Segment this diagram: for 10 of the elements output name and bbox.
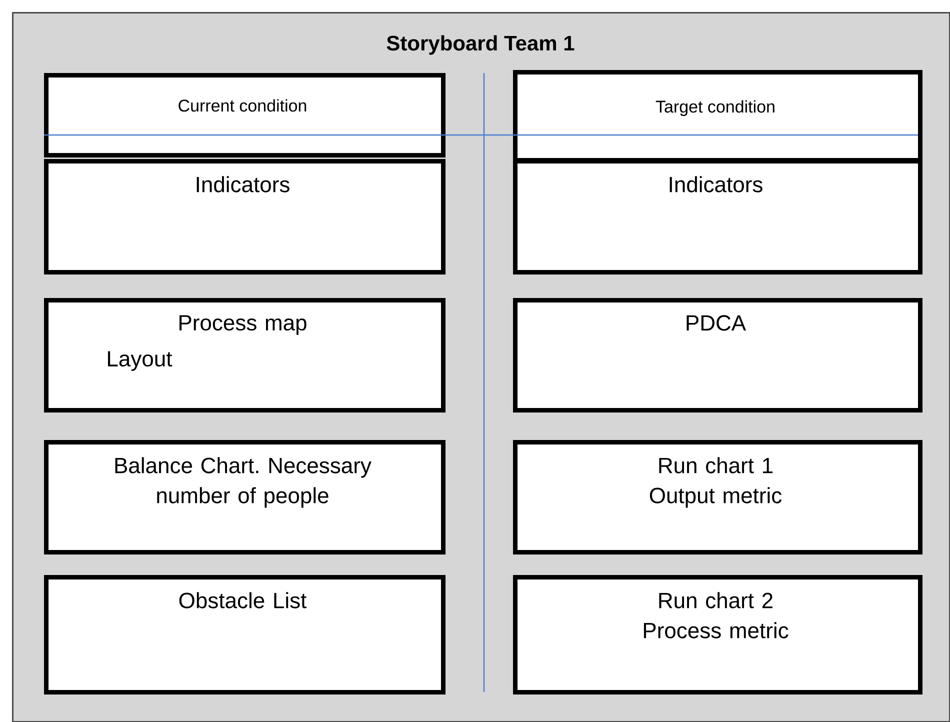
content-box: Indicators <box>513 158 922 274</box>
content-box: PDCA <box>513 298 922 412</box>
content-box: Run chart 2 Process metric <box>513 574 922 694</box>
content-box: Obstacle List <box>44 574 446 694</box>
header-box: Current condition <box>44 72 446 158</box>
content-box: Indicators <box>44 158 446 274</box>
content-box: Balance Chart. Necessary number of people <box>44 440 446 554</box>
header-box: Target condition <box>513 70 922 162</box>
content-box: Process map Layout <box>44 298 446 412</box>
content-box: Run chart 1 Output metric <box>513 440 922 554</box>
